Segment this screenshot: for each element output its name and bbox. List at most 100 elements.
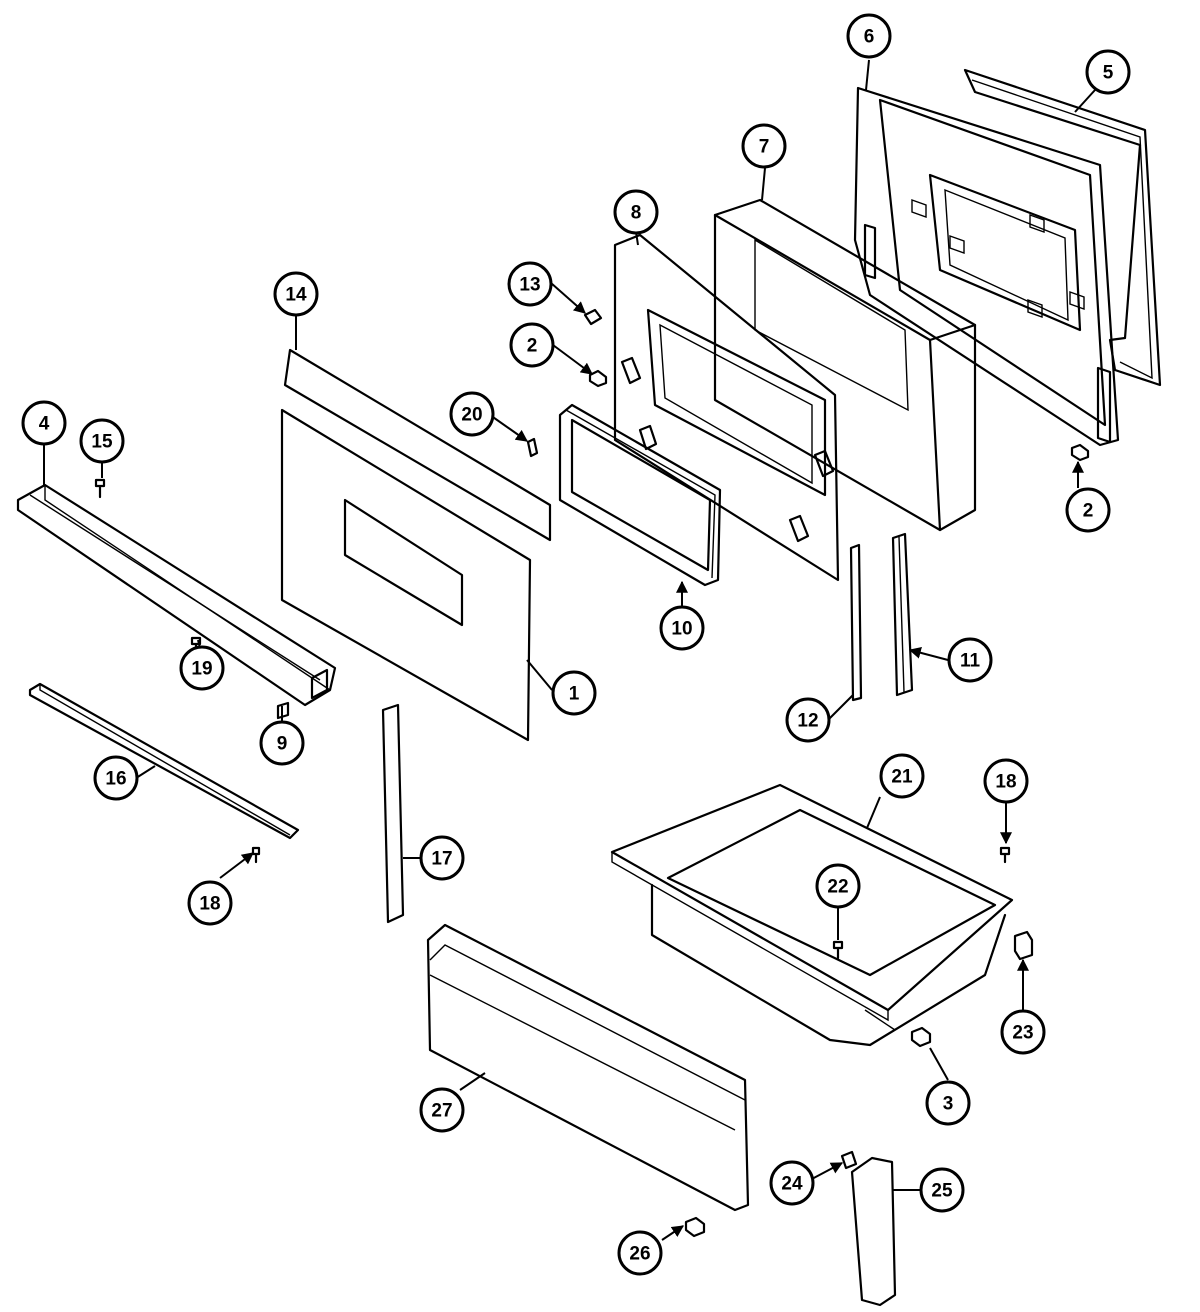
callout-circle: [449, 391, 495, 437]
callout-number: 3: [943, 1094, 954, 1115]
callout-number: 20: [461, 405, 482, 426]
callout-13: 13: [507, 261, 553, 307]
part-12-side-rail: [849, 543, 863, 702]
callout-number: 8: [631, 203, 642, 224]
callout-number: 6: [864, 27, 875, 48]
callout-number: 9: [277, 734, 288, 755]
callout-16: 16: [93, 755, 139, 801]
callout-number: 5: [1103, 63, 1114, 84]
part-17-side-trim: [381, 703, 405, 924]
callout-number: 15: [91, 432, 113, 453]
callout-circle: [741, 123, 787, 169]
callout-circle: [983, 758, 1029, 804]
part-10-window-assembly: [558, 403, 722, 587]
callout-4: 4: [21, 400, 67, 446]
callout-21: 21: [879, 753, 925, 799]
callout-circle: [879, 753, 925, 799]
part-14-door-trim: [283, 348, 552, 542]
callout-22: 22: [815, 863, 861, 909]
callout-circle: [769, 1160, 815, 1206]
callout-number: 18: [199, 894, 220, 915]
callout-circle: [919, 1167, 965, 1213]
callout-25: 25: [919, 1167, 965, 1213]
callout-circle: [815, 863, 861, 909]
part-5-door-gasket: [963, 68, 1162, 387]
callout-circle: [1065, 487, 1111, 533]
callout-circle: [785, 697, 831, 743]
callout-number: 26: [629, 1244, 650, 1265]
part-6-inner-door-panel: [853, 86, 1120, 447]
callout-circle: [419, 835, 465, 881]
callout-circle: [613, 189, 659, 235]
callout-3: 3: [925, 1080, 971, 1126]
callout-number: 13: [519, 275, 540, 296]
callout-23: 23: [1000, 1009, 1046, 1055]
callout-26: 26: [617, 1230, 663, 1276]
callout-number: 23: [1012, 1023, 1033, 1044]
callout-27: 27: [419, 1087, 465, 1133]
callout-20: 20: [449, 391, 495, 437]
callout-circle: [551, 670, 597, 716]
part-16-lower-trim: [28, 682, 300, 840]
callout-number: 12: [797, 711, 818, 732]
callout-11: 11: [947, 637, 993, 683]
callout-number: 7: [759, 137, 770, 158]
callout-number: 16: [105, 769, 126, 790]
callout-number: 4: [39, 414, 50, 435]
callout-19: 19: [179, 645, 225, 691]
callout-circle: [259, 720, 305, 766]
callout-2: 2: [509, 322, 555, 368]
callout-17: 17: [419, 835, 465, 881]
callout-number: 1: [569, 684, 580, 705]
leader-lines: [43, 59, 1096, 1241]
part-7-door-liner: [713, 198, 977, 532]
callout-circle: [1000, 1009, 1046, 1055]
callout-number: 11: [960, 651, 981, 672]
callout-number: 19: [191, 659, 212, 680]
callout-2: 2: [1065, 487, 1111, 533]
callout-circle: [617, 1230, 663, 1276]
callout-8: 8: [613, 189, 659, 235]
callout-circle: [187, 880, 233, 926]
callout-circle: [509, 322, 555, 368]
callout-15: 15: [79, 418, 125, 464]
callout-9: 9: [259, 720, 305, 766]
callout-10: 10: [659, 605, 705, 651]
callout-18: 18: [187, 880, 233, 926]
callout-circle: [1085, 49, 1131, 95]
callout-12: 12: [785, 697, 831, 743]
callout-circle: [419, 1087, 465, 1133]
callout-circle: [79, 418, 125, 464]
callout-circle: [846, 13, 892, 59]
callout-number: 22: [827, 877, 848, 898]
part-27-drawer-front: [426, 923, 750, 1212]
callout-18: 18: [983, 758, 1029, 804]
callout-number: 10: [671, 619, 692, 640]
callout-24: 24: [769, 1160, 815, 1206]
part-4-vent-trim: [16, 483, 337, 707]
callout-5: 5: [1085, 49, 1131, 95]
callout-circle: [273, 271, 319, 317]
callout-number: 2: [1083, 501, 1094, 522]
part-25-drawer-trim: [850, 1156, 897, 1307]
callout-circle: [93, 755, 139, 801]
callout-number: 14: [285, 285, 307, 306]
part-21-drawer-pan: [610, 783, 1014, 1047]
callout-7: 7: [741, 123, 787, 169]
part-1-outer-door: [280, 408, 532, 742]
callout-number: 17: [431, 849, 452, 870]
callout-number: 25: [931, 1181, 953, 1202]
callout-circle: [659, 605, 705, 651]
callout-1: 1: [551, 670, 597, 716]
part-11-side-rail: [891, 532, 914, 697]
callout-number: 2: [527, 336, 538, 357]
callout-circle: [947, 637, 993, 683]
callout-circle: [507, 261, 553, 307]
callout-number: 24: [781, 1174, 803, 1195]
callout-number: 27: [431, 1101, 452, 1122]
callout-14: 14: [273, 271, 319, 317]
callout-6: 6: [846, 13, 892, 59]
callout-number: 21: [891, 767, 913, 788]
